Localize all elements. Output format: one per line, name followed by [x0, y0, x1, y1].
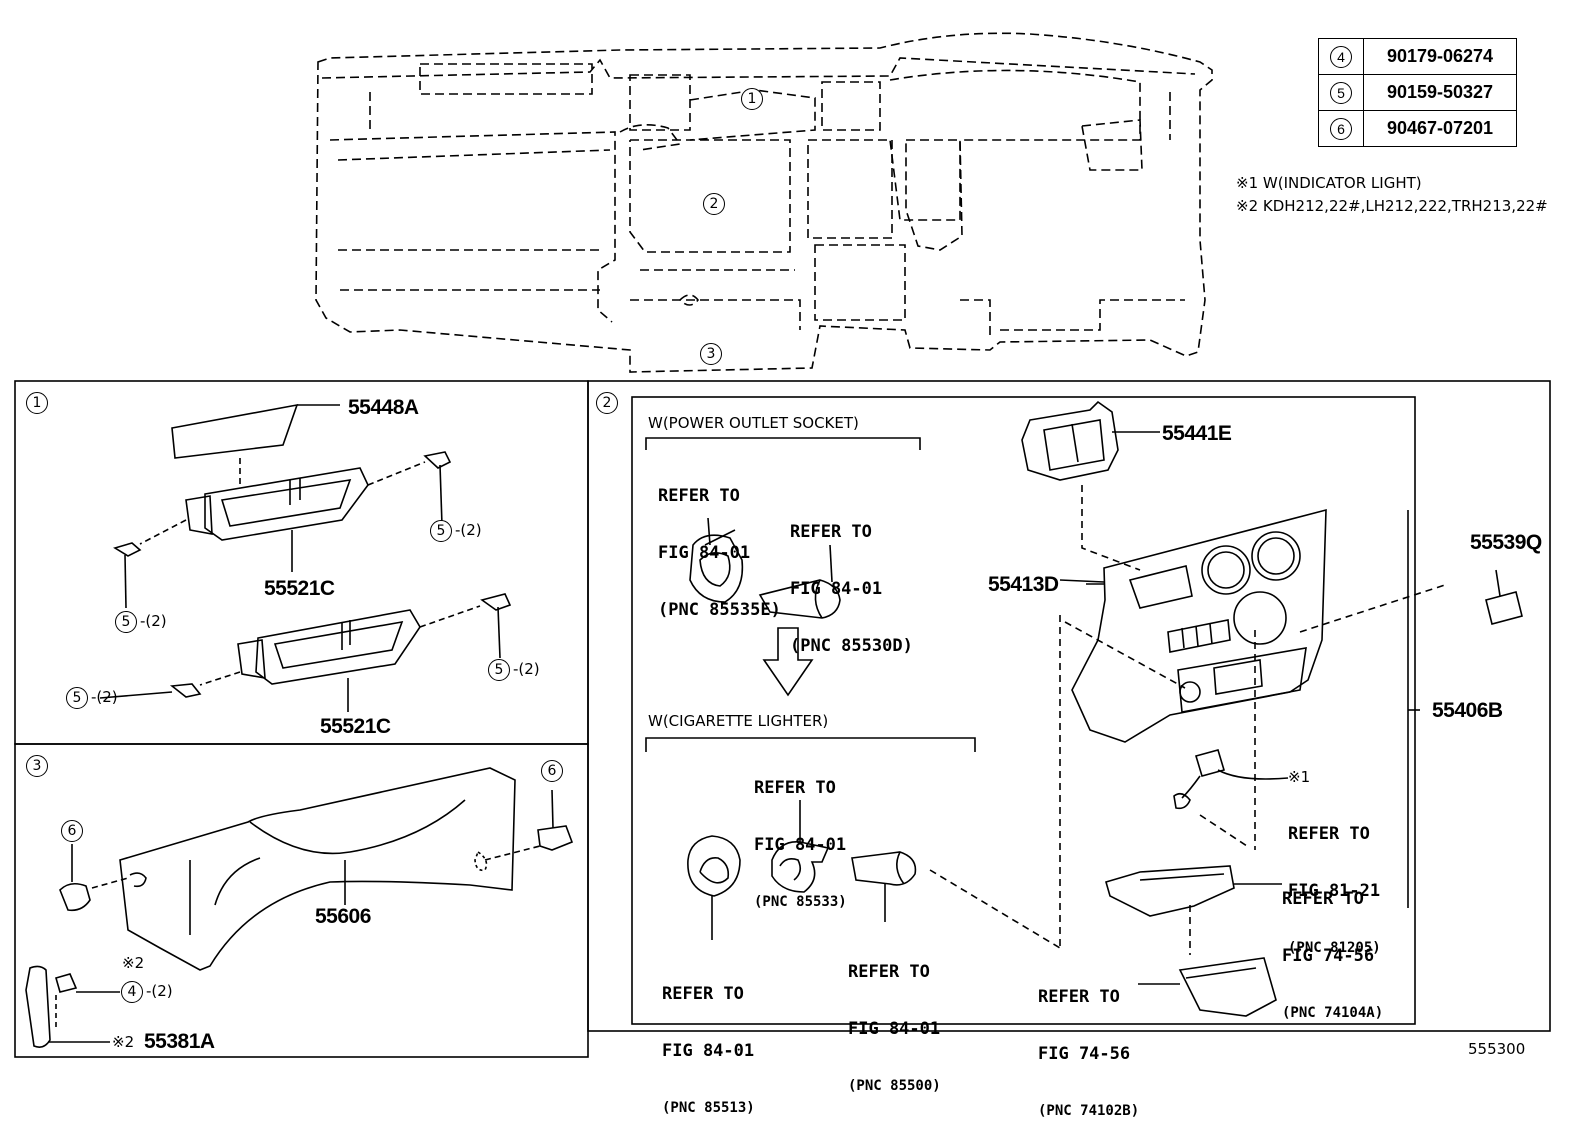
part-55441e: 55441E [1162, 422, 1232, 445]
ref-line: REFER TO [1282, 889, 1364, 909]
bolt-callout: 4 [121, 981, 143, 1003]
legend-row: 5 90159-50327 [1318, 74, 1517, 111]
ref-85500: REFER TO FIG 84-01 (PNC 85500) [848, 925, 941, 1115]
figure-id: 555300 [1468, 1040, 1526, 1058]
part-55413d: 55413D [988, 573, 1059, 596]
panel-1-number: 1 [26, 392, 48, 414]
ref-line: FIG 84-01 [754, 835, 847, 855]
panel-2-number: 2 [596, 392, 618, 414]
panel-2-frame [587, 380, 1551, 1032]
clip-callout: 6 [61, 820, 83, 842]
legend-part: 90159-50327 [1363, 74, 1517, 111]
part-55521c-lower: 55521C [320, 715, 391, 738]
power-outlet-header: W(POWER OUTLET SOCKET) [648, 414, 859, 432]
note-2: ※2 KDH212,22#,LH212,222,TRH213,22# [1236, 197, 1548, 215]
overview-callout-2: 2 [703, 193, 725, 215]
panel3-drawing [25, 767, 574, 1048]
ref-line: (PNC 85500) [848, 1078, 941, 1094]
parts-legend: 4 90179-06274 5 90159-50327 6 90467-0720… [1318, 38, 1517, 147]
ref-line: REFER TO [754, 778, 836, 798]
screw-callout: 5 [488, 659, 510, 681]
ref-85530d: REFER TO FIG 84-01 (PNC 85530D) [790, 485, 913, 675]
legend-num: 4 [1330, 45, 1352, 68]
ref-line: FIG 84-01 [790, 579, 883, 599]
part-55406b: 55406B [1432, 699, 1503, 722]
ref-line: REFER TO [1038, 987, 1120, 1007]
cigarette-header: W(CIGARETTE LIGHTER) [648, 712, 829, 730]
part-55539q: 55539Q [1470, 531, 1542, 554]
clip-callout: 6 [541, 760, 563, 782]
note-1: ※1 W(INDICATOR LIGHT) [1236, 174, 1422, 192]
ref-85535e: REFER TO FIG 84-01 (PNC 85535E) [658, 449, 781, 639]
legend-num: 6 [1330, 117, 1352, 140]
ref-line: (PNC 81205) [1288, 940, 1381, 956]
bolt-qty: -(2) [146, 982, 173, 1000]
part-55606: 55606 [315, 905, 371, 928]
ref-85513: REFER TO FIG 84-01 (PNC 85513) [662, 947, 755, 1137]
screw-qty: -(2) [513, 660, 540, 678]
panel-3-number: 3 [26, 755, 48, 777]
ref-line: REFER TO [790, 522, 872, 542]
screw-callout: 5 [115, 611, 137, 633]
instrument-panel-overview [315, 32, 1213, 373]
ref-line: (PNC 85530D) [790, 636, 913, 656]
legend-part: 90467-07201 [1363, 110, 1517, 147]
note-mark-1: ※1 [1288, 768, 1311, 786]
ref-85533: REFER TO FIG 84-01 (PNC 85533) [754, 741, 847, 931]
ref-line: (PNC 85535E) [658, 600, 781, 620]
note-mark-2: ※2 [112, 1033, 135, 1051]
ref-line: FIG 74-56 [1282, 946, 1375, 966]
ref-line: FIG 74-56 [1038, 1044, 1131, 1064]
legend-part: 90179-06274 [1363, 38, 1517, 75]
ref-line: REFER TO [848, 962, 930, 982]
part-55381a: 55381A [144, 1030, 215, 1053]
ref-line: REFER TO [1288, 824, 1370, 844]
screw-qty: -(2) [455, 521, 482, 539]
ref-74104a: REFER TO FIG 74-56 (PNC 74104A) [1282, 852, 1383, 1042]
panel1-drawing [99, 403, 512, 712]
legend-row: 4 90179-06274 [1318, 38, 1517, 75]
ref-81205: ※1 REFER TO FIG 81-21 (PNC 81205) [1288, 730, 1381, 977]
ref-line: FIG 81-21 [1288, 881, 1381, 901]
panel-3-frame [14, 743, 589, 1058]
note-mark-2: ※2 [122, 954, 145, 972]
screw-qty: -(2) [140, 612, 167, 630]
legend-num: 5 [1330, 81, 1352, 104]
overview-callout-3: 3 [700, 343, 722, 365]
ref-line: FIG 84-01 [662, 1041, 755, 1061]
part-55521c-upper: 55521C [264, 577, 335, 600]
ref-line: (PNC 85533) [754, 894, 847, 910]
ref-line: (PNC 74104A) [1282, 1005, 1384, 1021]
ref-line: (PNC 85513) [662, 1100, 755, 1116]
ref-line: FIG 84-01 [848, 1019, 941, 1039]
ref-line: REFER TO [662, 984, 744, 1004]
ref-line: (PNC 74102B) [1038, 1103, 1140, 1119]
ref-74102b: REFER TO FIG 74-56 (PNC 74102B) [1038, 950, 1139, 1140]
ref-line: REFER TO [658, 486, 740, 506]
diagram-linework [14, 32, 1551, 1058]
part-55448a: 55448A [348, 396, 419, 419]
screw-qty: -(2) [91, 688, 118, 706]
screw-callout: 5 [66, 687, 88, 709]
screw-callout: 5 [430, 520, 452, 542]
overview-callout-1: 1 [741, 88, 763, 110]
panel2-drawing [645, 400, 1523, 1017]
legend-row: 6 90467-07201 [1318, 110, 1517, 147]
ref-line: FIG 84-01 [658, 543, 751, 563]
